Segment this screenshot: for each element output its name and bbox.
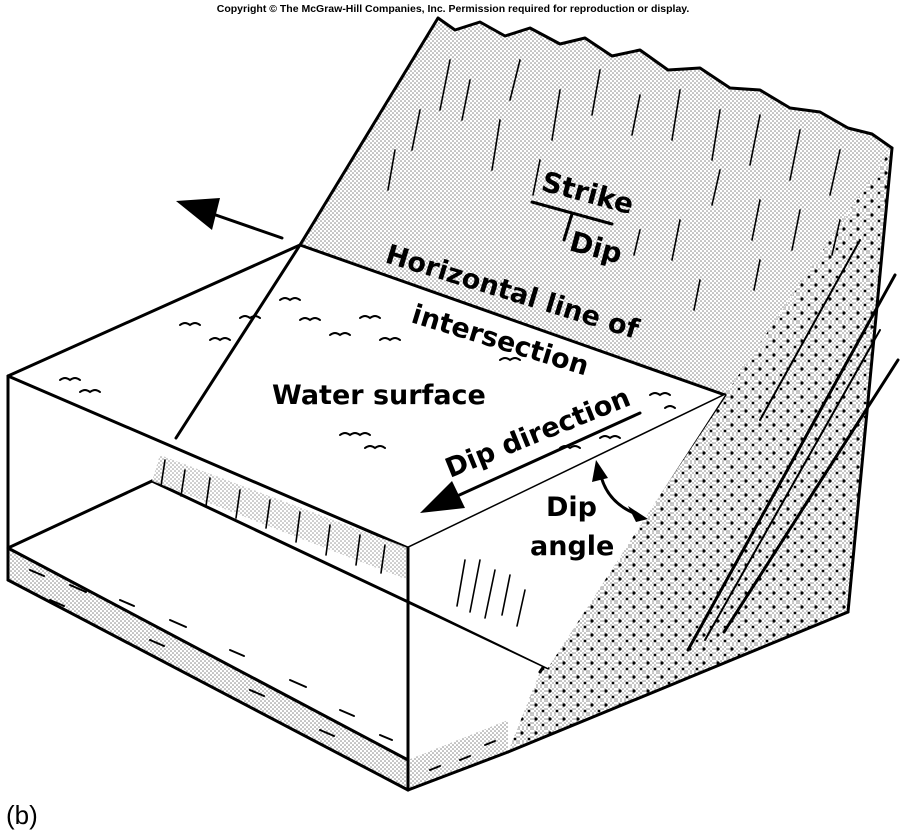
panel-label: (b) bbox=[6, 800, 38, 830]
strike-dip-symbol bbox=[530, 200, 614, 242]
label-water-surface: Water surface bbox=[272, 380, 486, 411]
dip-angle-arc-arrow bbox=[592, 460, 648, 522]
bedding-plane-surface bbox=[298, 16, 894, 395]
copyright-notice: Copyright © The McGraw-Hill Companies, I… bbox=[217, 3, 690, 15]
water-box bbox=[6, 374, 725, 792]
plane-texture-strokes bbox=[387, 59, 841, 311]
dip-direction-arrow bbox=[420, 411, 642, 513]
label-dip-angle-2: angle bbox=[530, 531, 614, 562]
label-dip-angle-1: Dip bbox=[546, 492, 597, 523]
strike-arrow bbox=[176, 198, 284, 240]
